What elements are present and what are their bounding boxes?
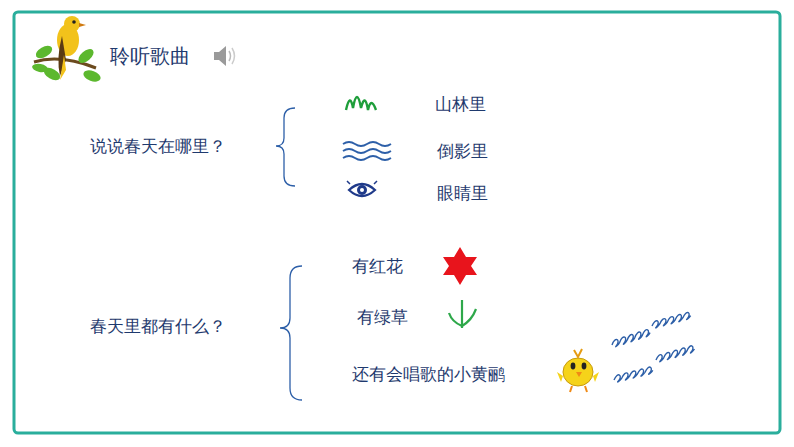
place-label: 山林里 <box>435 93 486 115</box>
item-label: 有绿草 <box>357 306 408 328</box>
bracket <box>280 266 302 400</box>
squiggle <box>611 329 651 348</box>
chick-icon <box>557 349 599 392</box>
item-label: 有红花 <box>352 255 403 277</box>
squiggle <box>655 345 695 363</box>
slide-title: 聆听歌曲 <box>110 43 190 69</box>
question-label: 春天里都有什么？ <box>90 315 226 337</box>
sprout-icon <box>449 300 476 328</box>
squiggle <box>651 312 691 329</box>
bracket <box>276 108 295 186</box>
song-squiggles <box>611 312 695 383</box>
grass-icon <box>346 97 376 110</box>
slide-border <box>14 12 780 433</box>
eye-icon <box>347 181 377 196</box>
item-label: 还有会唱歌的小黄鹂 <box>352 363 505 385</box>
question-label: 说说春天在哪里？ <box>90 135 226 157</box>
place-label: 眼睛里 <box>437 182 488 204</box>
waves-icon <box>343 142 391 160</box>
speaker-icon <box>214 46 235 66</box>
squiggle <box>613 366 653 382</box>
bird-icon <box>31 16 102 84</box>
place-label: 倒影里 <box>437 140 488 162</box>
red-flower-icon <box>443 247 477 285</box>
